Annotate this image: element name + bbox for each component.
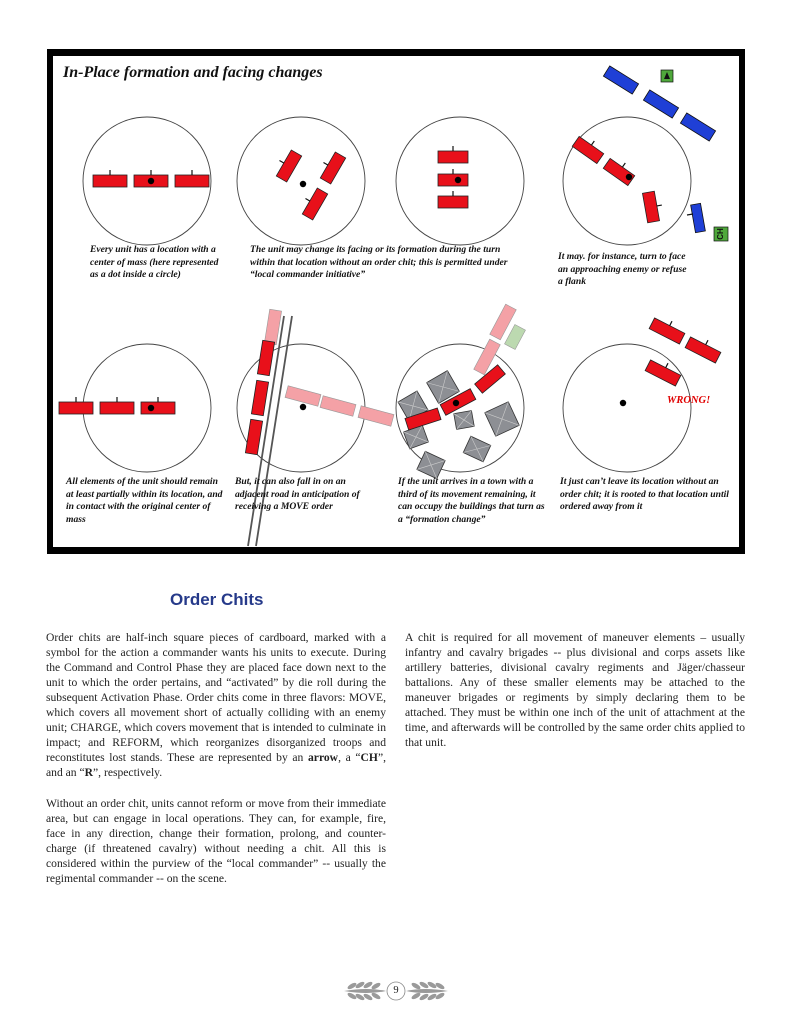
paragraph-without-chit: Without an order chit, units cannot refo… [46,797,386,885]
center-of-mass-dot [625,173,633,181]
center-of-mass-dot [299,403,307,411]
caption-5: But, it can also fall in on an adjacent … [235,476,360,512]
center-of-mass-dot [147,177,155,185]
figure-title: In-Place formation and facing changes [63,64,323,81]
figure-frame: CH [47,49,745,554]
center-of-mass-dot [147,404,155,412]
unit-left-location-panel-8 [619,317,722,407]
unit-line-panel-5 [58,397,176,415]
page-number: 9 [393,985,399,996]
unit-line-panel-1 [92,170,210,188]
unit-column-panel-3 [437,146,469,209]
unit-refused-flank-panel-4 [571,135,662,224]
right-column: A chit is required for all movement of m… [405,630,745,766]
formation-diagram: CH [58,65,729,547]
location-circle-1 [82,116,212,246]
section-heading: Order Chits [170,590,264,609]
caption-2: The unit may change its facing or its fo… [250,244,508,280]
page-footer-ornament: 9 [340,977,452,1005]
chit-label: CH [716,228,725,240]
ghost-units-panel-6 [264,308,395,427]
location-circle-3 [395,116,525,246]
enemy-units [602,65,717,234]
charge-chit: CH [713,226,729,242]
caption-4: All elements of the unit should remain a… [66,476,223,525]
bold-term-ch: CH [360,751,378,764]
units-in-town-panel-7 [404,364,506,431]
unit-facing-panel-2 [275,149,347,221]
wrong-label: WRONG! [667,395,711,406]
paragraph-chit-required: A chit is required for all movement of m… [405,631,745,749]
figure-panel: CH [53,56,739,547]
center-of-mass-dot [452,399,460,407]
move-chit-green [660,69,674,83]
location-circle-8 [562,343,692,473]
text-run: , a “ [338,751,361,764]
laurel-ornament-icon [344,981,448,1001]
road [247,315,293,547]
bold-term-r: R [84,766,94,779]
caption-1: Every unit has a location with a center … [90,244,219,280]
ghost-column-panel-7 [473,303,526,376]
town-buildings [397,370,520,480]
center-of-mass-dot [299,180,307,188]
caption-3: It may. for instance, turn to face an ap… [558,251,687,287]
paragraph-order-chits: Order chits are half-inch square pieces … [46,630,386,780]
units-on-road-panel-6 [244,339,307,456]
left-column: Order chits are half-inch square pieces … [46,630,386,902]
text-run: Order chits are half-inch square pieces … [46,631,386,764]
center-of-mass-dot [619,399,627,407]
text-run: ”, respectively. [93,766,163,779]
location-circle-7 [395,343,525,473]
text-run: ”, and an “ [46,751,386,779]
caption-7: It just can’t leave its location without… [560,476,729,512]
location-circle-2 [236,116,366,246]
location-circle-4 [562,116,692,246]
center-of-mass-dot [454,176,462,184]
bold-term-arrow: arrow [308,751,339,764]
caption-6: If the unit arrives in a town with a thi… [398,476,545,525]
